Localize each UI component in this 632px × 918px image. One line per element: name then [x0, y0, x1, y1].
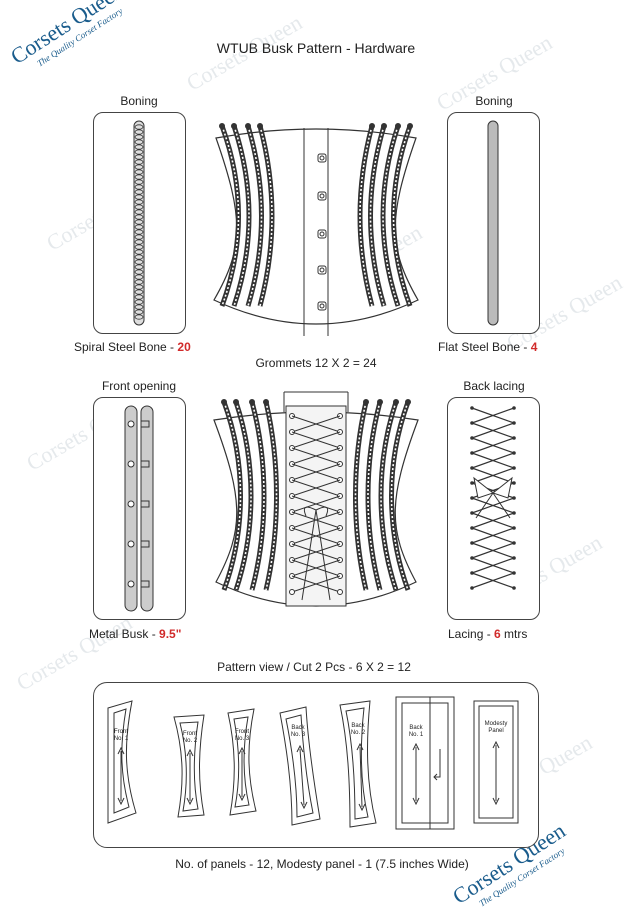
back-lacing-label: Back lacing [463, 379, 525, 393]
panel-front-2-line2: No. 2 [183, 738, 198, 744]
spiral-bone-caption-text: Spiral Steel Bone - [74, 340, 178, 354]
panel-front-3-line1: Front [235, 729, 249, 735]
metal-busk-caption-text: Metal Busk - [89, 627, 160, 641]
panel-front-1-line2: No. 1 [114, 736, 129, 742]
flat-bone-caption: Flat Steel Bone - 4 [438, 340, 537, 354]
pattern-panels-drawing: Front No. 1 Front No. 2 Front No. 3 [107, 696, 519, 830]
boning-right-label: Boning [475, 94, 513, 108]
boning-left-label: Boning [120, 94, 158, 108]
metal-busk-box [93, 397, 186, 620]
lacing-icon [470, 406, 516, 590]
brand-logo: Corsets Queen The Quality Corset Factory [6, 0, 134, 78]
metal-busk-icon [124, 405, 154, 612]
panel-modesty-line1: Modesty [485, 721, 508, 727]
corset-back-illustration [213, 391, 419, 607]
panel-back-1: Back No. 1 [395, 696, 455, 830]
pattern-view-label: Pattern view / Cut 2 Pcs - 6 X 2 = 12 [217, 660, 411, 674]
flat-bone-caption-text: Flat Steel Bone - [438, 340, 531, 354]
flat-bone-qty: 4 [530, 340, 538, 354]
panel-front-2: Front No. 2 [173, 714, 205, 818]
lacing-unit: mtrs [500, 627, 528, 641]
metal-busk-qty: 9.5" [159, 627, 182, 641]
pattern-panels-box: Front No. 1 Front No. 2 Front No. 3 [93, 682, 539, 848]
flat-bone-icon [487, 120, 499, 326]
lacing-caption-text: Lacing - [448, 627, 495, 641]
footer-note: No. of panels - 12, Modesty panel - 1 (7… [175, 857, 469, 871]
front-opening-label: Front opening [101, 379, 177, 393]
lacing-qty: 6 [494, 627, 501, 641]
panel-back-2-line2: No. 2 [351, 730, 366, 736]
panel-back-3-line2: No. 3 [291, 732, 306, 738]
panel-front-2-line1: Front [183, 731, 197, 737]
panel-back-3-line1: Back [291, 725, 305, 731]
spiral-bone-icon [133, 120, 145, 326]
panel-modesty: Modesty Panel [473, 700, 519, 824]
spiral-bone-caption: Spiral Steel Bone - 20 [74, 340, 191, 354]
panel-front-3: Front No. 3 [227, 708, 257, 816]
corset-front-illustration [213, 123, 419, 336]
panel-front-3-line2: No. 3 [235, 736, 250, 742]
lacing-box [447, 397, 540, 620]
panel-back-1-line2: No. 1 [409, 732, 424, 738]
lacing-caption: Lacing - 6 mtrs [448, 627, 527, 641]
grommets-label: Grommets 12 X 2 = 24 [255, 356, 377, 370]
panel-back-2: Back No. 2 [339, 700, 377, 828]
page-title: WTUB Busk Pattern - Hardware [216, 40, 416, 56]
metal-busk-caption: Metal Busk - 9.5" [89, 627, 181, 641]
spiral-bone-qty: 20 [177, 340, 191, 354]
panel-front-1: Front No. 1 [107, 700, 137, 824]
panel-modesty-line2: Panel [488, 728, 503, 734]
panel-back-2-line1: Back [351, 723, 365, 729]
panel-front-1-line1: Front [114, 729, 128, 735]
flat-bone-box [447, 112, 540, 334]
panel-back-1-line1: Back [409, 725, 423, 731]
panel-back-3: Back No. 3 [279, 706, 321, 826]
spiral-bone-box [93, 112, 186, 334]
